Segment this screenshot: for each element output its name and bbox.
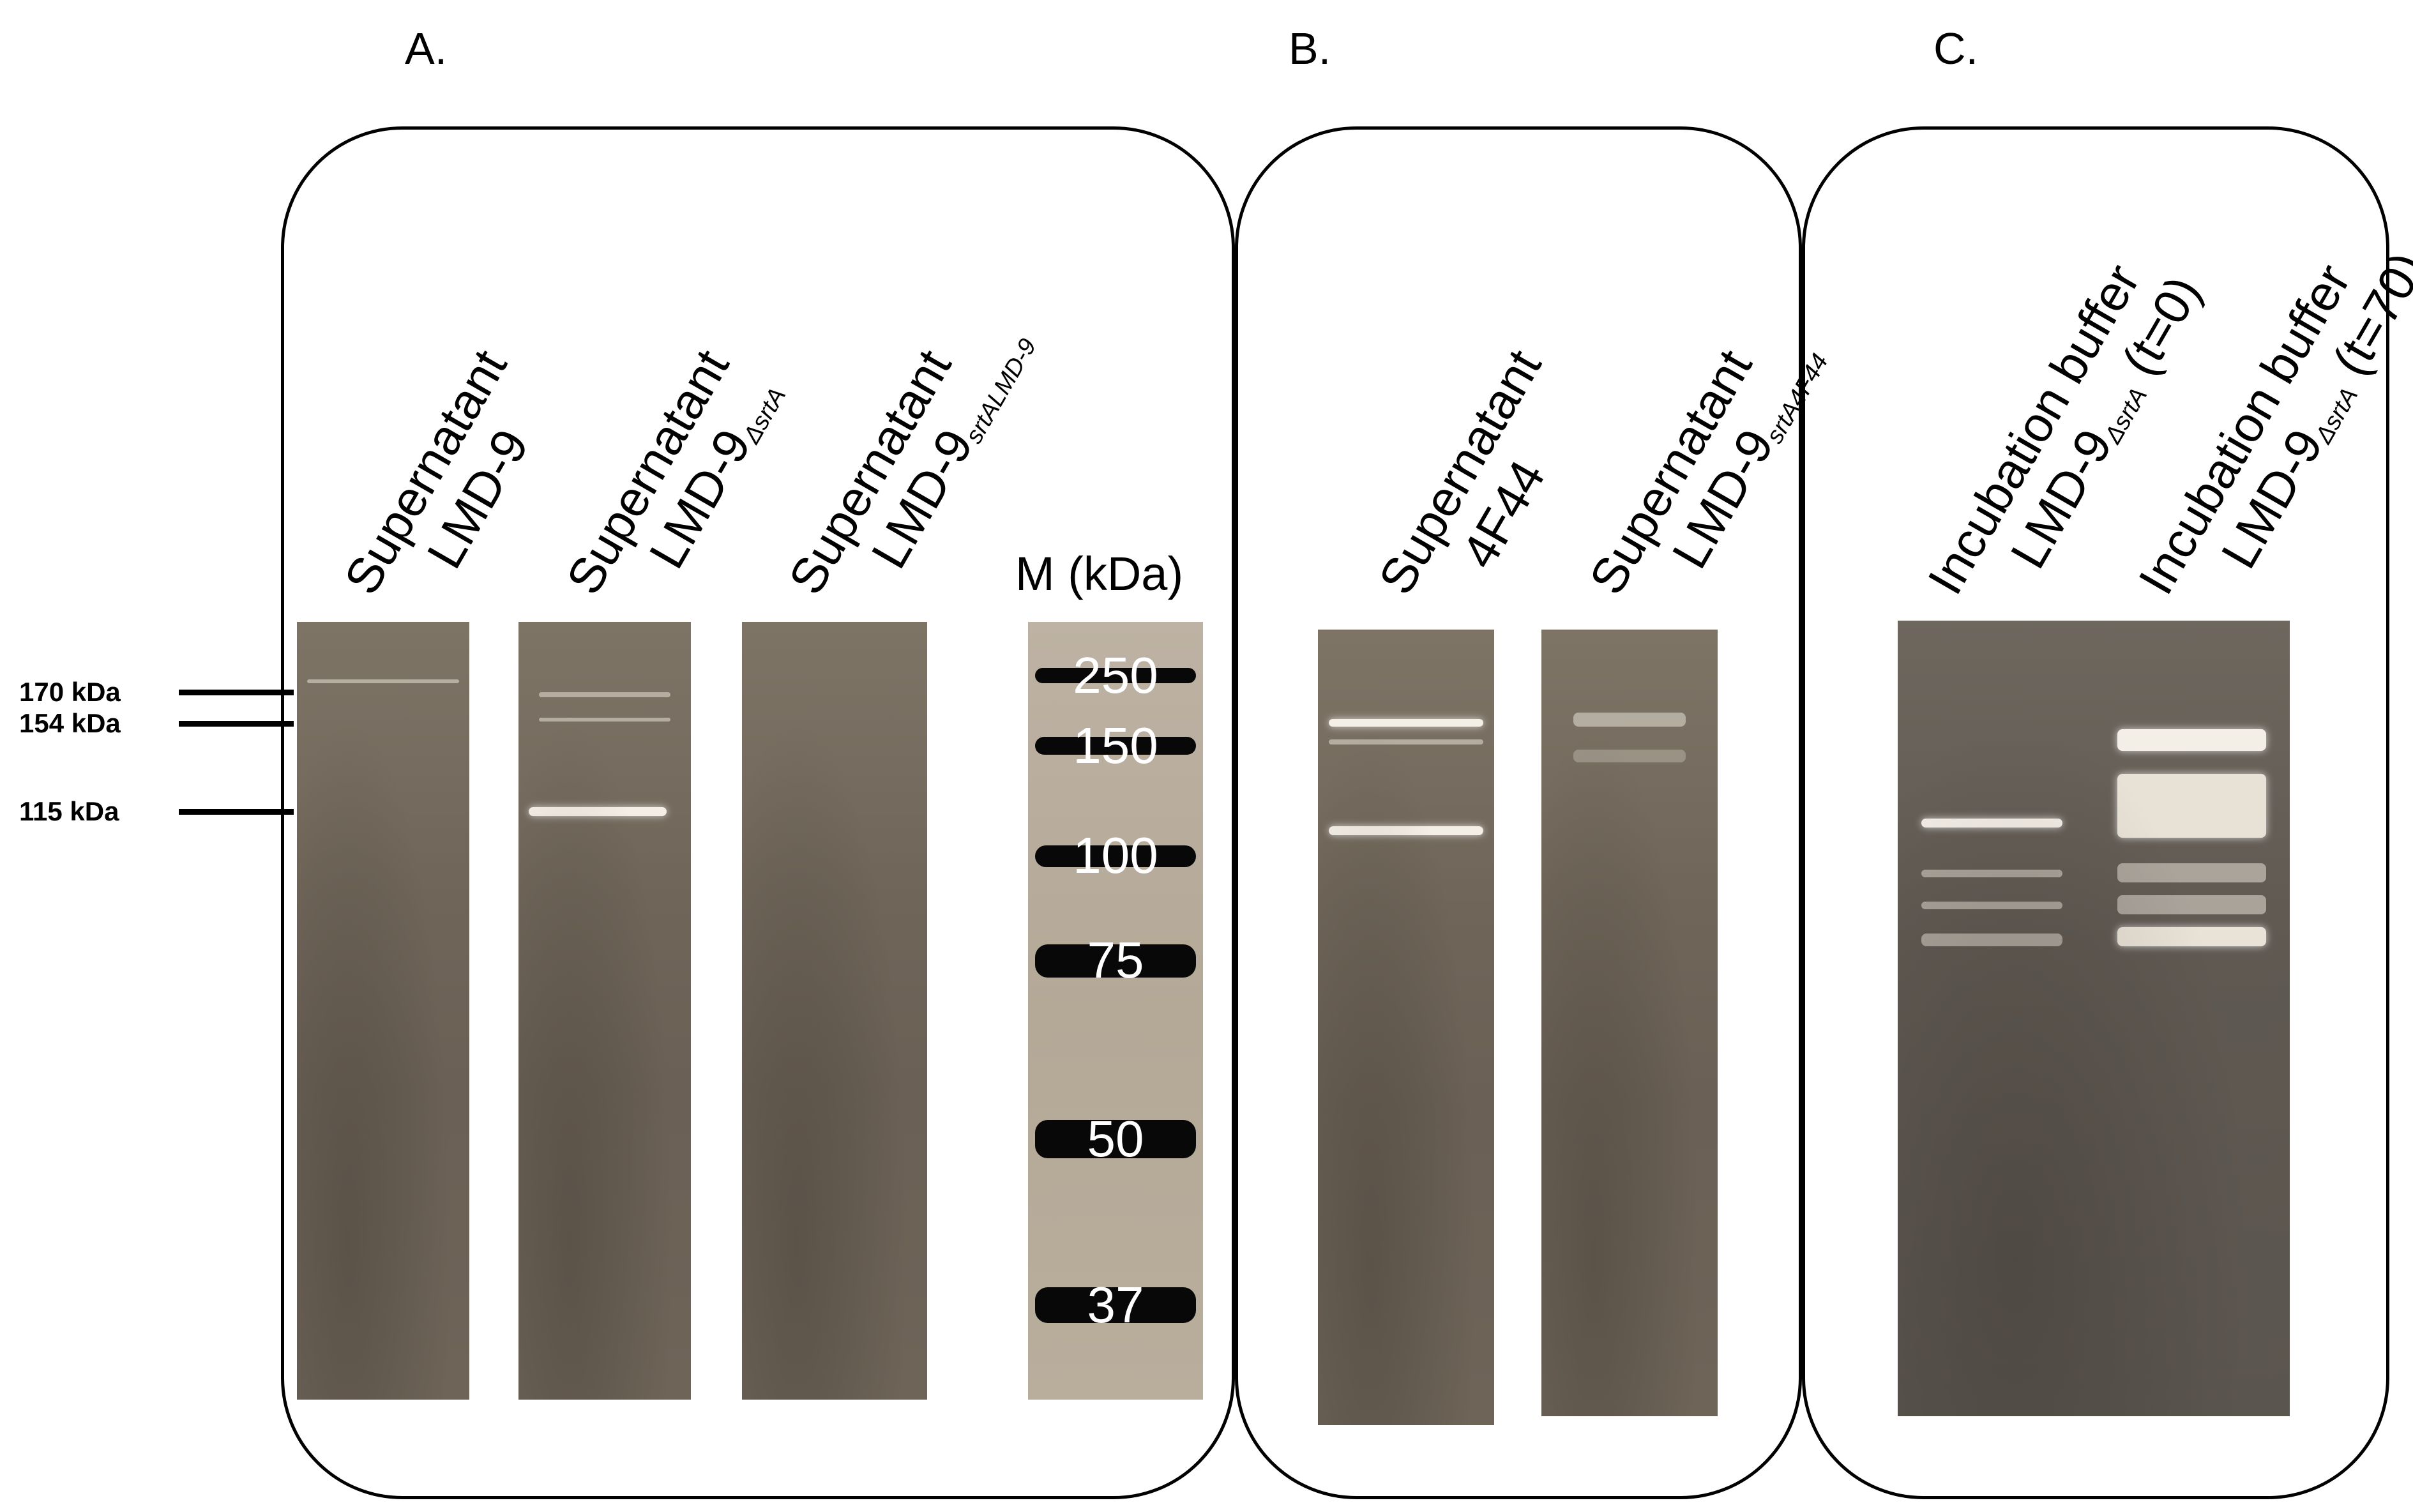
ladder-band bbox=[1034, 1120, 1197, 1158]
gel-band bbox=[1921, 934, 2062, 946]
gel-band bbox=[1328, 739, 1484, 745]
ladder-label-75: 75 bbox=[1087, 932, 1144, 988]
panel-c-box bbox=[1802, 126, 2389, 1499]
gel-band bbox=[1921, 819, 2062, 828]
ladder-band bbox=[1034, 668, 1197, 683]
panel-c-letter: C. bbox=[1933, 24, 1978, 73]
size-marker-115: 115 kDa bbox=[19, 796, 294, 826]
gel-lane-6-7 bbox=[1898, 621, 2290, 1416]
gel-band bbox=[2117, 729, 2267, 751]
gel-band bbox=[1328, 826, 1484, 835]
ladder-band bbox=[1034, 1287, 1197, 1323]
size-marker-tick bbox=[179, 809, 294, 815]
gel-band bbox=[2117, 863, 2267, 882]
gel-band bbox=[1573, 750, 1686, 762]
size-marker-tick bbox=[179, 721, 294, 727]
ladder-band bbox=[1034, 845, 1197, 867]
ladder-label-50: 50 bbox=[1087, 1110, 1144, 1167]
size-marker-tick bbox=[179, 690, 294, 695]
ladder-label-100: 100 bbox=[1073, 827, 1158, 884]
gel-lane-5 bbox=[1541, 630, 1718, 1416]
gel-band bbox=[2117, 927, 2267, 946]
panel-a-letter: A. bbox=[405, 24, 448, 73]
gel-lane-3 bbox=[742, 622, 927, 1400]
gel-lane-1 bbox=[297, 622, 469, 1400]
lane-label-subscript: ΔsrtA bbox=[2310, 383, 2364, 448]
gel-band bbox=[1573, 713, 1686, 727]
gel-band bbox=[539, 692, 670, 697]
ladder-band bbox=[1034, 737, 1197, 755]
gel-band bbox=[1921, 870, 2062, 877]
gel-band bbox=[307, 679, 459, 683]
gel-lane-4 bbox=[1318, 630, 1494, 1425]
gel-band bbox=[539, 718, 670, 722]
size-marker-154: 154 kDa bbox=[19, 708, 294, 738]
lane-label-subscript: ΔsrtA bbox=[738, 383, 792, 448]
ladder-label-250: 250 bbox=[1073, 647, 1158, 704]
size-marker-label: 170 kDa bbox=[19, 677, 121, 707]
lane-label-subscript: ΔsrtA bbox=[2099, 383, 2153, 448]
ladder-band bbox=[1034, 944, 1197, 978]
size-marker-label: 115 kDa bbox=[19, 796, 119, 826]
ladder-lane: 250 150 100 75 50 37 bbox=[1028, 622, 1203, 1400]
gel-band bbox=[2117, 895, 2267, 914]
gel-band bbox=[1328, 719, 1484, 727]
ladder-label-37: 37 bbox=[1087, 1276, 1144, 1333]
gel-band bbox=[1921, 902, 2062, 909]
ladder-title: M (kDa) bbox=[1015, 547, 1184, 600]
size-marker-170: 170 kDa bbox=[19, 677, 294, 707]
ladder-label-150: 150 bbox=[1073, 717, 1158, 774]
gel-lane-2 bbox=[518, 622, 691, 1400]
size-marker-label: 154 kDa bbox=[19, 708, 121, 738]
panel-b-letter: B. bbox=[1289, 24, 1331, 73]
gel-band bbox=[2117, 774, 2267, 838]
gel-band bbox=[529, 807, 667, 816]
panel-b-box bbox=[1235, 126, 1802, 1499]
